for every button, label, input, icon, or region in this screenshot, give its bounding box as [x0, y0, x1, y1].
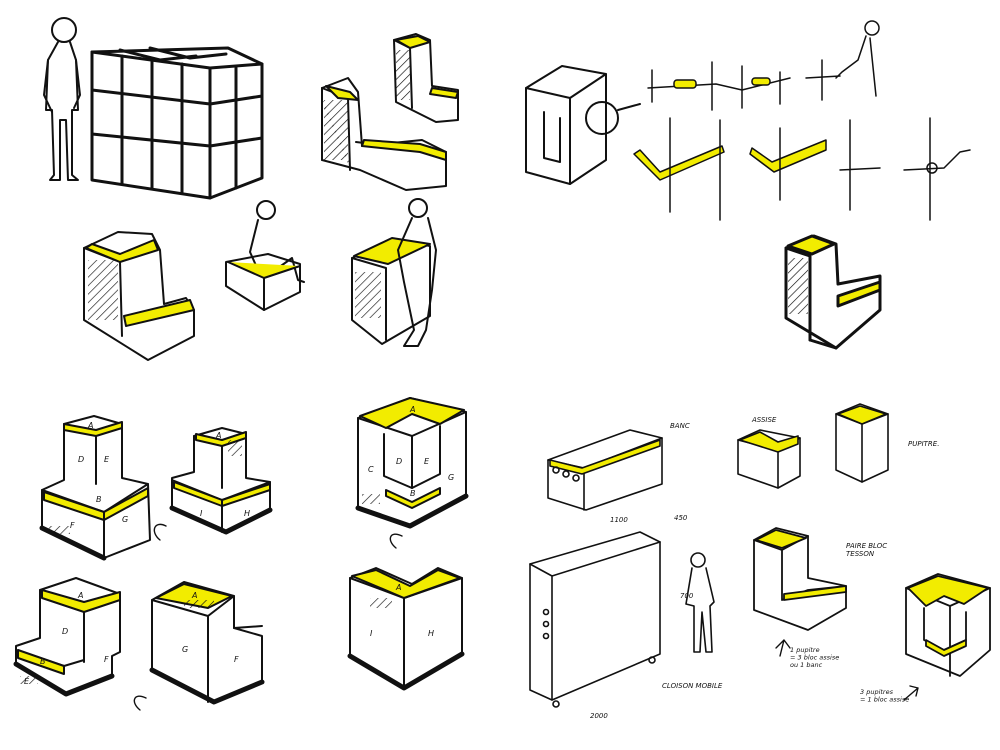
t-face-h: H — [244, 509, 250, 518]
corner-face-a: A — [395, 583, 401, 592]
person-height-dim: 700 — [680, 592, 694, 600]
chair-module-render — [784, 234, 882, 350]
standing-desk-person-sketch — [351, 198, 437, 347]
block-joint-cube-sketch — [525, 65, 641, 185]
step-module-sketch — [13, 577, 121, 697]
corner-module-sketch — [347, 567, 465, 691]
rear-face-a: A — [191, 591, 197, 600]
u-face-a: A — [409, 405, 415, 414]
annotation-arrow-2 — [903, 685, 919, 701]
annotation-arrow-1 — [775, 639, 791, 657]
partition-label: CLOISON MOBILE — [662, 682, 723, 690]
corner-face-h: H — [428, 629, 434, 638]
rotate-arrow-3 — [133, 695, 147, 711]
u-face-g: G — [448, 473, 454, 482]
u-module-sketch — [355, 397, 469, 529]
u-face-c: C — [368, 465, 374, 474]
step-face-e: E — [24, 677, 30, 686]
l-face-e: E — [104, 455, 110, 464]
lounge-chair-sketch — [321, 77, 447, 191]
u-face-d: D — [396, 457, 402, 466]
bench-width-dim: 1100 — [610, 516, 628, 524]
l-face-d: D — [78, 455, 84, 464]
standing-person-sketch — [43, 17, 81, 181]
t-face-a: A — [215, 431, 221, 440]
seated-person-sketch — [225, 200, 305, 311]
rotate-arrow-2 — [389, 533, 403, 549]
desk-label: PUPITRE. — [908, 440, 939, 448]
bench-sketch — [547, 429, 663, 511]
curved-double-seat-sketch — [905, 573, 991, 677]
small-seat-sketch — [393, 33, 459, 123]
t-module-sketch — [169, 427, 273, 535]
step-face-b: B — [40, 657, 46, 666]
bench-label: BANC — [670, 422, 690, 430]
step-face-f: F — [104, 655, 109, 664]
cube-shelving-sketch — [90, 46, 264, 200]
t-face-i: I — [200, 509, 203, 518]
partition-width-dim: 2000 — [590, 712, 608, 720]
bottom-note: 3 pupitres= 1 bloc assise — [860, 688, 909, 703]
rear-face-f: F — [234, 655, 239, 664]
l-face-b: B — [96, 495, 102, 504]
step-module-rear-sketch — [149, 581, 265, 705]
rear-face-g: G — [182, 645, 188, 654]
face-letters: A D E B F G A I H A C D E B G A D B E F … — [24, 405, 454, 686]
desk-block-sketch — [835, 403, 889, 483]
l-module-sketch — [39, 415, 151, 561]
l-face-g: G — [122, 515, 128, 524]
connector-detail-sketch — [633, 20, 971, 221]
double-block-sketch — [753, 527, 847, 631]
u-face-b: B — [410, 489, 416, 498]
l-face-f: F — [70, 521, 75, 530]
seat-cube-sketch — [737, 429, 801, 489]
u-face-e: E — [424, 457, 430, 466]
armchair-sketch — [83, 231, 195, 361]
bench-depth-dim: 450 — [674, 514, 688, 522]
step-face-a: A — [77, 591, 83, 600]
corner-face-i: I — [370, 629, 373, 638]
rotate-arrow-1 — [153, 523, 167, 541]
mobile-partition-sketch — [529, 531, 715, 708]
l-face-a: A — [87, 421, 93, 430]
seat-label: ASSISE — [751, 416, 777, 424]
step-face-d: D — [62, 627, 68, 636]
